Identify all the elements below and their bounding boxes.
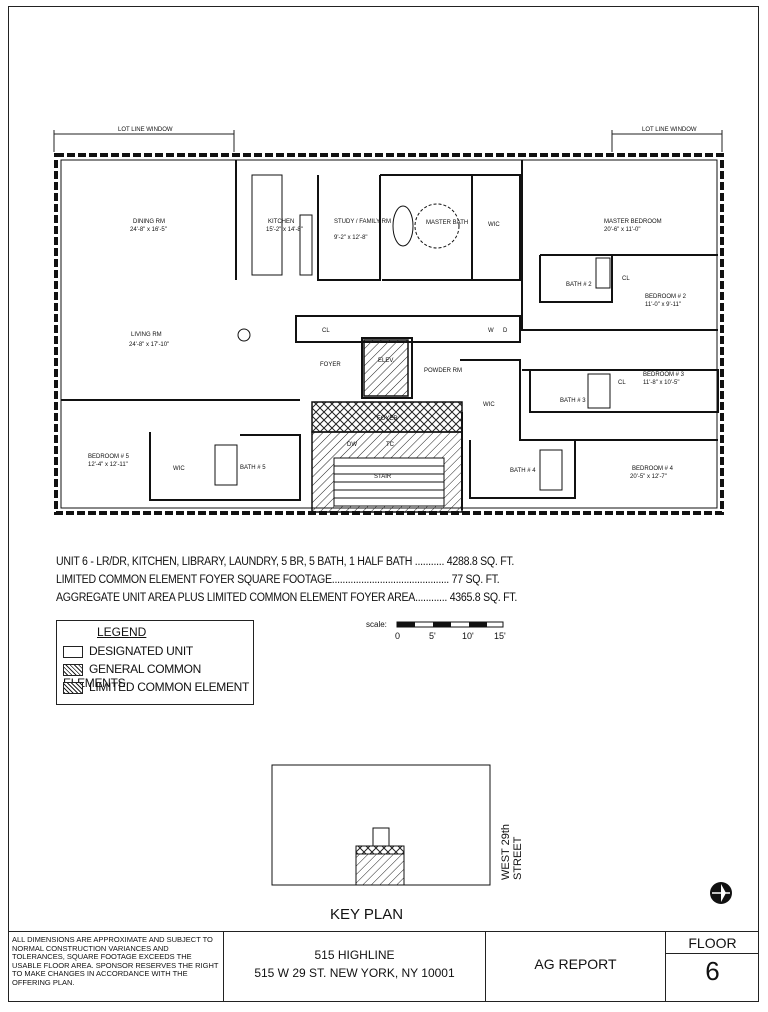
bedroom3-label: BEDROOM # 3	[643, 372, 685, 378]
wic-master-label: WIC	[488, 222, 500, 228]
elevator-label: ELEV.	[378, 358, 395, 364]
drawing-sheet	[8, 6, 759, 1002]
bedroom5-dims: 12'-4" x 12'-11"	[88, 462, 128, 468]
dw-label: DW	[347, 442, 357, 448]
master-bedroom-label: MASTER BEDROOM	[604, 219, 662, 225]
study-dims: 9'-2" x 12'-8"	[334, 235, 368, 241]
area-unit-line: UNIT 6 - LR/DR, KITCHEN, LIBRARY, LAUNDR…	[56, 556, 515, 568]
bedroom5-label: BEDROOM # 5	[88, 454, 130, 460]
elevator-shaft	[363, 339, 409, 397]
foyer-label: FOYER	[320, 362, 341, 368]
key-plan-drawing	[271, 764, 491, 886]
bath4-label: BATH # 4	[510, 468, 536, 474]
dining-room-dims: 24'-8" x 16'-5"	[130, 227, 167, 233]
area-foyer-line: LIMITED COMMON ELEMENT FOYER SQUARE FOOT…	[56, 574, 500, 586]
legend-limited-common: LIMITED COMMON ELEMENT	[63, 680, 249, 694]
kitchen-dims: 15'-2" x 14'-8"	[266, 227, 303, 233]
powder-room-label: POWDER RM	[424, 368, 462, 374]
floor-label: FLOOR	[666, 932, 759, 954]
address-block: 515 HIGHLINE 515 W 29 ST. NEW YORK, NY 1…	[224, 932, 486, 1001]
bedroom2-label: BEDROOM # 2	[645, 294, 687, 300]
lot-line-left-label: LOT LINE WINDOW	[118, 127, 173, 133]
scale-tick-10: 10'	[462, 631, 474, 641]
report-name: AG REPORT	[486, 932, 666, 1001]
dryer-label: D	[503, 328, 508, 334]
master-bath-label: MASTER BATH	[426, 220, 468, 226]
lot-line-left: LOT LINE WINDOW	[53, 127, 235, 152]
scale-bar	[396, 621, 504, 628]
dining-room-label: DINING RM	[133, 219, 165, 225]
living-room-label: LIVING RM	[131, 332, 162, 338]
legend-designated-unit-label: DESIGNATED UNIT	[89, 644, 193, 658]
partitions	[61, 160, 719, 510]
exterior-wall	[54, 153, 724, 515]
title-block: ALL DIMENSIONS ARE APPROXIMATE AND SUBJE…	[8, 931, 759, 1002]
study-label: STUDY / FAMILY RM	[334, 219, 391, 225]
closet-label: CL	[322, 328, 330, 334]
lot-line-right: LOT LINE WINDOW	[611, 127, 723, 152]
scale-tick-15: 15'	[494, 631, 506, 641]
legend-designated-unit: DESIGNATED UNIT	[63, 644, 193, 658]
building-address: 515 W 29 ST. NEW YORK, NY 10001	[254, 966, 455, 980]
room-labels: DINING RM 24'-8" x 16'-5" KITCHEN 15'-2"…	[88, 219, 687, 480]
scale-tick-0: 0	[395, 631, 401, 641]
street-label: WEST 29th STREET	[500, 823, 524, 880]
floor-number: 6	[705, 956, 720, 986]
limited-common-swatch	[63, 681, 83, 694]
cl3-label: CL	[618, 380, 626, 386]
kitchen-label: KITCHEN	[268, 219, 294, 225]
legend-limited-common-label: LIMITED COMMON ELEMENT	[89, 680, 250, 694]
lot-line-right-label: LOT LINE WINDOW	[642, 127, 697, 133]
fixtures	[214, 174, 611, 491]
stair-label: STAIR	[374, 474, 392, 480]
building-name: 515 HIGHLINE	[314, 948, 395, 962]
bedroom4-dims: 20'-5" x 12'-7"	[630, 474, 667, 480]
key-plan-title: KEY PLAN	[330, 906, 404, 923]
bath2-label: BATH # 2	[566, 282, 592, 288]
designated-unit-swatch	[63, 645, 83, 658]
bedroom3-dims: 11'-8" x 10'-5"	[643, 380, 679, 386]
bath5-label: BATH # 5	[240, 465, 266, 471]
cl2-label: CL	[622, 276, 630, 282]
common-foyer-label: FOYER	[377, 416, 398, 422]
floor-block: FLOOR 6	[666, 932, 759, 1001]
disclaimer-text: ALL DIMENSIONS ARE APPROXIMATE AND SUBJE…	[8, 932, 224, 1001]
master-bedroom-dims: 20'-6" x 11'-0"	[604, 227, 640, 233]
bedroom2-dims: 11'-0" x 9'-11"	[645, 302, 681, 308]
wic5-label: WIC	[173, 466, 185, 472]
general-common-swatch	[63, 663, 83, 676]
wic-hall-label: WIC	[483, 402, 495, 408]
north-arrow-icon	[710, 882, 732, 904]
bath3-label: BATH # 3	[560, 398, 586, 404]
scale-label: scale:	[366, 620, 387, 629]
washer-label: W	[488, 328, 494, 334]
legend-title: LEGEND	[97, 625, 147, 639]
legend: LEGEND DESIGNATED UNIT GENERAL COMMON EL…	[56, 620, 254, 705]
bedroom4-label: BEDROOM # 4	[632, 466, 674, 472]
living-room-dims: 24'-8" x 17'-10"	[129, 342, 169, 348]
area-aggregate-line: AGGREGATE UNIT AREA PLUS LIMITED COMMON …	[56, 592, 517, 604]
stair-treads	[334, 465, 444, 499]
tc-label: TC	[386, 442, 395, 448]
scale-tick-5: 5'	[429, 631, 436, 641]
